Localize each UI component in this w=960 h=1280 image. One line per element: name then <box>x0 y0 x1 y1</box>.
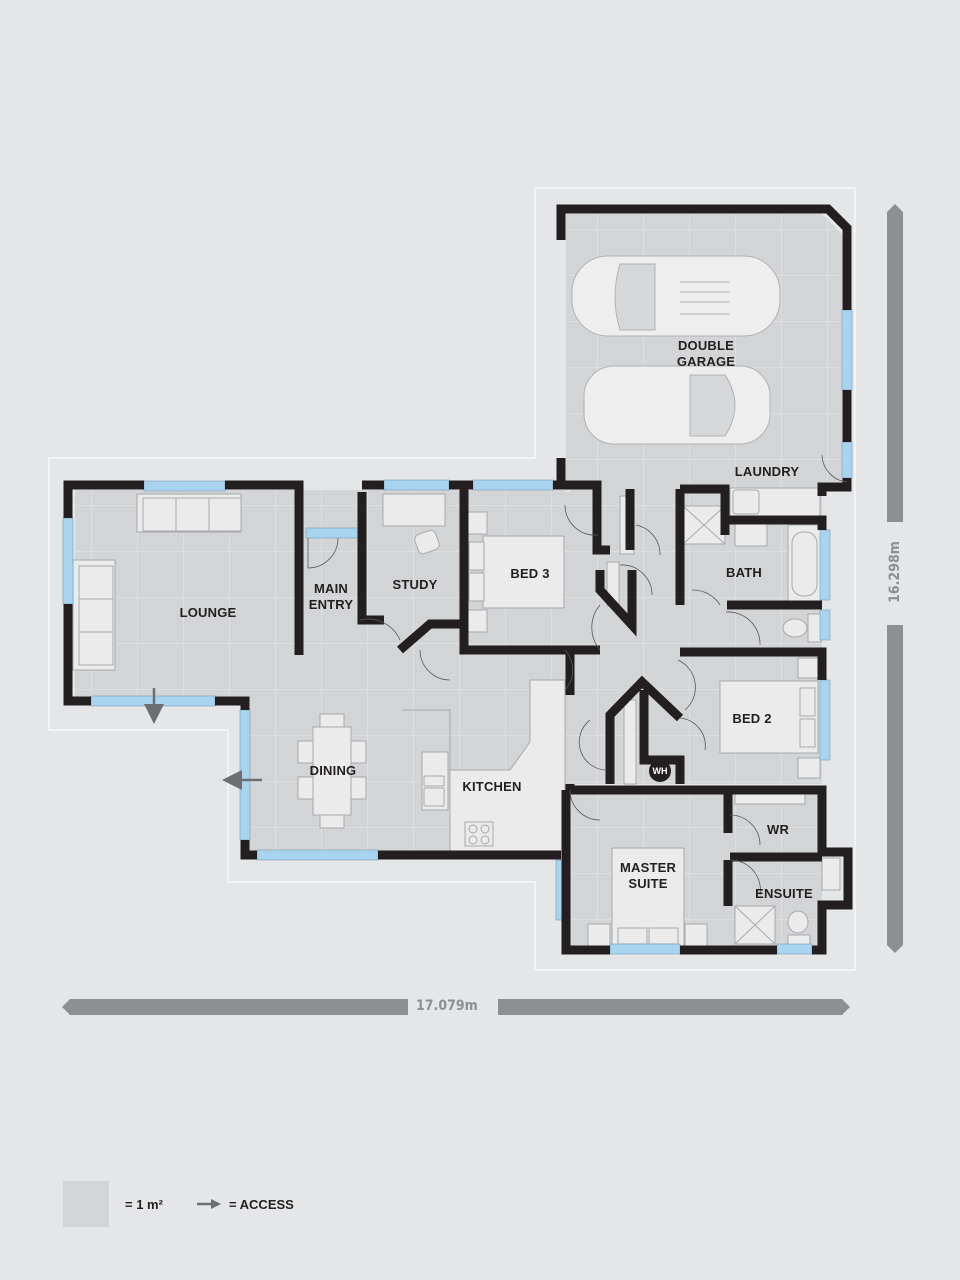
access-arrow-icon <box>196 1199 221 1209</box>
room-label-study: STUDY <box>392 577 438 592</box>
width-dimension-label: 17.079m <box>416 998 478 1014</box>
room-label-ensuite: ENSUITE <box>755 886 813 901</box>
walls <box>63 204 853 955</box>
car-bottom <box>583 365 771 445</box>
room-label-kitchen: KITCHEN <box>462 779 522 794</box>
room-label-double-garage: DOUBLE GARAGE <box>676 338 736 369</box>
width-bar-left <box>62 999 408 1015</box>
site-outline <box>48 187 856 971</box>
study-desk <box>382 493 446 527</box>
cars <box>571 255 781 445</box>
depth-bar-bottom <box>887 625 903 953</box>
legend: = 1 m² = ACCESS <box>63 1181 294 1227</box>
depth-bar-top <box>887 204 903 522</box>
legend-access-text: = ACCESS <box>228 1196 294 1212</box>
door-swings <box>307 454 848 896</box>
room-label-bath: BATH <box>726 565 762 580</box>
fixtures <box>72 487 841 949</box>
room-label-lounge: LOUNGE <box>179 605 237 620</box>
car-top <box>571 255 781 337</box>
room-label-wr: WR <box>766 822 790 837</box>
room-label-bed-2: BED 2 <box>732 711 772 726</box>
depth-dimension-label: 16.298m <box>887 541 903 603</box>
access-arrows <box>144 688 262 790</box>
room-label-main-entry: MAIN ENTRY <box>308 581 354 612</box>
bed-3-bed <box>482 535 565 609</box>
width-bar-right <box>498 999 850 1015</box>
dining-table <box>312 726 352 816</box>
grid-square-swatch <box>63 1181 109 1227</box>
legend-grid-square-text: = 1 m² <box>125 1196 163 1212</box>
water-heater-icon: WH <box>649 760 671 782</box>
room-label-dining: DINING <box>309 763 357 778</box>
room-label-laundry: LAUNDRY <box>734 464 800 479</box>
room-label-bed-3: BED 3 <box>510 566 550 581</box>
room-label-master-suite: MASTER SUITE <box>619 860 677 891</box>
dimension-bars <box>62 204 903 1015</box>
